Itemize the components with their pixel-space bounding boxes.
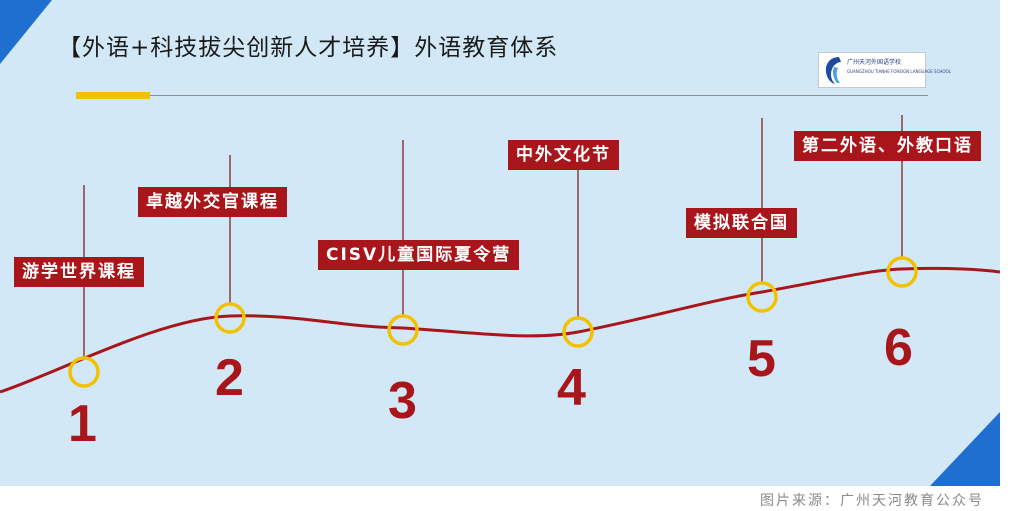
milestone-label-5: 模拟联合国 bbox=[686, 208, 797, 238]
milestone-number-5: 5 bbox=[747, 330, 776, 388]
milestone-marker-3 bbox=[387, 314, 419, 346]
milestone-label-6: 第二外语、外教口语 bbox=[794, 131, 981, 161]
milestone-marker-4 bbox=[562, 316, 594, 348]
slide-title: 【外语+科技拔尖创新人才培养】外语教育体系 bbox=[58, 35, 559, 61]
title-accent-bar bbox=[76, 92, 150, 99]
milestone-marker-5 bbox=[746, 281, 778, 313]
timeline-curve bbox=[0, 266, 1000, 394]
milestone-label-3: CISV儿童国际夏令营 bbox=[318, 240, 520, 270]
milestone-marker-2 bbox=[214, 302, 246, 334]
milestone-number-2: 2 bbox=[215, 349, 244, 407]
school-emblem-icon bbox=[825, 57, 841, 84]
milestone-marker-1 bbox=[68, 356, 100, 388]
school-logo: 广州天河外国语学校 GUANGZHOU TIANHE FOREIGN LANGU… bbox=[818, 52, 951, 88]
corner-decoration-top-left bbox=[0, 0, 52, 64]
slide: 【外语+科技拔尖创新人才培养】外语教育体系 广州天河外国语学校 GUANGZHO… bbox=[0, 0, 1000, 486]
diagram-graphics bbox=[0, 0, 1000, 486]
milestone-label-4: 中外文化节 bbox=[508, 140, 619, 170]
milestone-number-3: 3 bbox=[388, 372, 417, 430]
image-source-caption: 图片来源：广州天河教育公众号 bbox=[760, 493, 984, 509]
milestone-number-6: 6 bbox=[884, 319, 913, 377]
milestone-number-4: 4 bbox=[557, 359, 586, 417]
corner-decoration-bottom-right bbox=[930, 412, 1000, 486]
milestone-label-1: 游学世界课程 bbox=[14, 257, 144, 287]
school-logo-name: 广州天河外国语学校 bbox=[847, 59, 902, 66]
milestone-label-2: 卓越外交官课程 bbox=[138, 187, 287, 217]
school-logo-english: GUANGZHOU TIANHE FOREIGN LANGUAGE SCHOOL bbox=[847, 69, 951, 74]
title-divider bbox=[150, 95, 928, 96]
milestone-marker-6 bbox=[886, 256, 918, 288]
milestone-number-1: 1 bbox=[68, 395, 97, 453]
